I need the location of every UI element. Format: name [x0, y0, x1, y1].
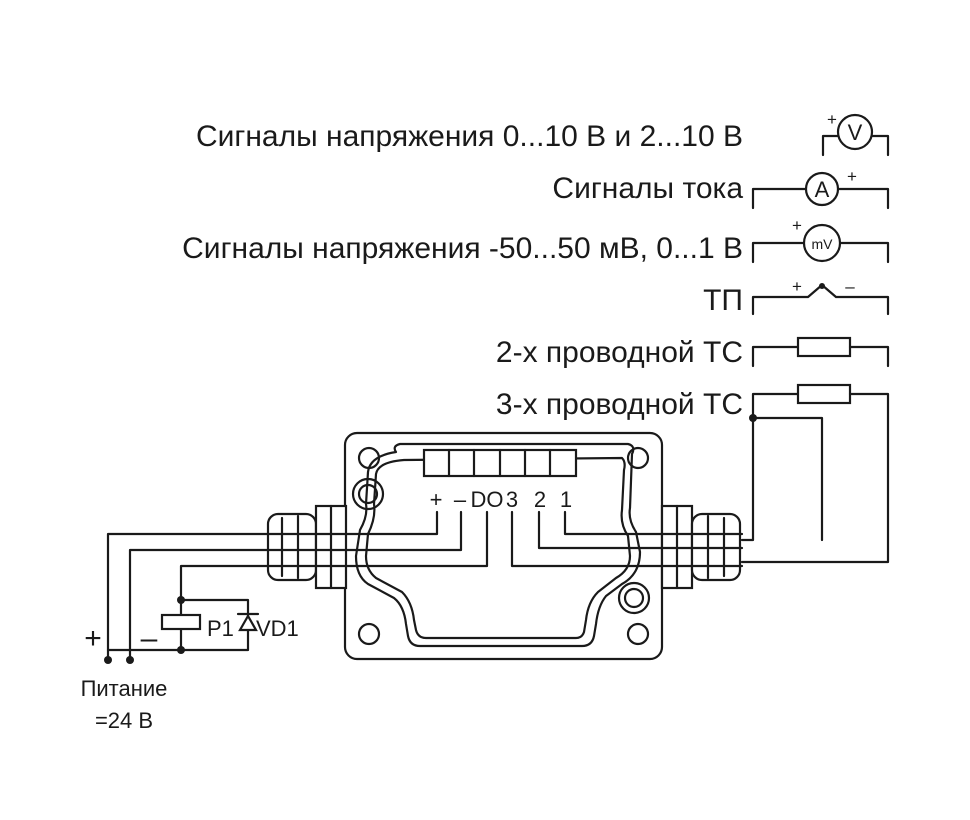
label-current: Сигналы тока	[552, 172, 743, 205]
terminal-minus: –	[454, 487, 467, 512]
rtd-3wire-symbol	[740, 383, 890, 564]
label-rtd-2wire: 2-х проводной ТС	[496, 336, 743, 369]
rtd-2wire-symbol	[751, 336, 890, 368]
terminal-3: 3	[506, 487, 518, 512]
thermocouple-symbol: + –	[751, 277, 890, 316]
ammeter-label: A	[815, 177, 830, 202]
voltmeter-plus: +	[827, 110, 837, 129]
external-sensor-wiring	[660, 532, 744, 568]
label-voltage-mv: Сигналы напряжения -50...50 мВ, 0...1 В	[182, 232, 743, 265]
millivoltmeter-plus: +	[792, 216, 802, 235]
power-plus: +	[84, 622, 102, 655]
label-voltage-0-10: Сигналы напряжения 0...10 В и 2...10 В	[196, 120, 743, 153]
internal-wiring	[106, 510, 664, 662]
terminal-2: 2	[534, 487, 546, 512]
millivoltmeter-label: mV	[812, 236, 834, 252]
millivoltmeter-symbol: mV +	[751, 216, 890, 264]
terminal-1: 1	[560, 487, 572, 512]
power-label: Питание	[81, 676, 168, 701]
diode-label: VD1	[256, 616, 299, 641]
relay-label: P1	[207, 616, 234, 641]
power-minus: –	[141, 622, 158, 655]
voltmeter-label: V	[848, 120, 863, 145]
ammeter-symbol: A +	[751, 167, 890, 210]
terminal-block	[422, 448, 578, 478]
thermocouple-plus: +	[792, 277, 802, 296]
thermocouple-minus: –	[845, 277, 855, 296]
relay-diode-circuit	[104, 596, 260, 664]
terminal-do: DO	[471, 487, 504, 512]
label-rtd-3wire: 3-х проводной ТС	[496, 388, 743, 421]
terminal-plus: +	[430, 487, 443, 512]
label-thermocouple: ТП	[703, 284, 743, 317]
voltmeter-symbol: V +	[821, 110, 890, 157]
junction-box	[343, 431, 664, 661]
left-cable-gland	[266, 504, 348, 590]
power-voltage: =24 В	[95, 708, 153, 733]
ammeter-plus: +	[847, 167, 857, 186]
